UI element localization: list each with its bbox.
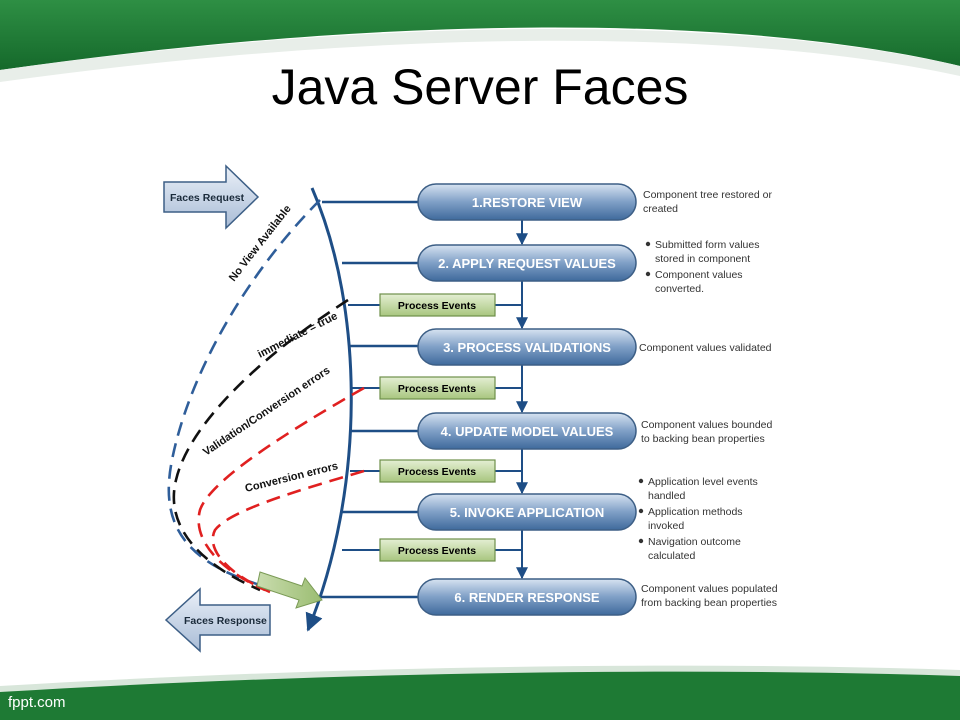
immediate-path [172, 298, 349, 592]
svg-text:stored in component: stored in component [655, 253, 750, 265]
render-entry-arrow [256, 571, 323, 609]
bottom-white-swoosh [0, 665, 960, 692]
svg-text:Submitted form values: Submitted form values [655, 239, 759, 251]
note-apply-request: Submitted form values stored in componen… [645, 239, 759, 295]
svg-text:to backing bean properties: to backing bean properties [641, 433, 765, 445]
phase-update-model-values: 4. UPDATE MODEL VALUES [417, 412, 637, 450]
svg-text:Component values: Component values [655, 269, 743, 281]
svg-text:3. PROCESS VALIDATIONS: 3. PROCESS VALIDATIONS [443, 340, 611, 355]
footer-brand: fppt.com [8, 694, 66, 711]
faces-response-label: Faces Response [184, 615, 267, 627]
conversion-errors-path [211, 469, 365, 594]
faces-request-label: Faces Request [170, 192, 245, 204]
svg-text:2. APPLY REQUEST VALUES: 2. APPLY REQUEST VALUES [438, 256, 616, 271]
svg-text:Component values bounded: Component values bounded [641, 419, 773, 431]
phase-process-validations: 3. PROCESS VALIDATIONS [417, 328, 637, 366]
top-white-swoosh [0, 28, 960, 82]
svg-text:5. INVOKE APPLICATION: 5. INVOKE APPLICATION [450, 505, 605, 520]
phase-connectors [318, 200, 418, 599]
note-restore-view: Component tree restored or created [643, 189, 772, 215]
faces-response-arrow: Faces Response [164, 587, 271, 653]
note-render-response: Component values populated from backing … [641, 583, 778, 609]
phase-invoke-application: 5. INVOKE APPLICATION [417, 493, 637, 531]
svg-text:Process Events: Process Events [398, 466, 476, 478]
svg-text:Component tree restored or: Component tree restored or [643, 189, 772, 201]
phase-render-response: 6. RENDER RESPONSE [417, 578, 637, 616]
svg-text:handled: handled [648, 490, 686, 502]
phase-restore-view: 1.RESTORE VIEW [417, 183, 637, 221]
svg-text:created: created [643, 203, 678, 215]
faces-request-arrow: Faces Request [163, 164, 260, 230]
validation-errors-path [197, 386, 365, 592]
lifecycle-axis [305, 187, 353, 632]
process-events-3: Process Events [379, 459, 496, 483]
svg-text:Navigation outcome: Navigation outcome [648, 536, 741, 548]
svg-text:4. UPDATE MODEL VALUES: 4. UPDATE MODEL VALUES [441, 424, 614, 439]
note-update-model: Component values bounded to backing bean… [641, 419, 773, 445]
svg-text:calculated: calculated [648, 550, 695, 562]
svg-text:converted.: converted. [655, 283, 704, 295]
process-events-4: Process Events [379, 538, 496, 562]
note-invoke-application: Application level events handled Applica… [638, 476, 758, 562]
slide-title: Java Server Faces [271, 59, 689, 115]
bottom-green-band [0, 669, 960, 720]
conversion-errors-label: Conversion errors [244, 460, 339, 495]
svg-text:Component values populated: Component values populated [641, 583, 778, 595]
event-connectors [342, 304, 522, 551]
svg-text:6. RENDER RESPONSE: 6. RENDER RESPONSE [454, 590, 600, 605]
svg-text:1.RESTORE VIEW: 1.RESTORE VIEW [472, 195, 583, 210]
svg-text:Process Events: Process Events [398, 383, 476, 395]
svg-text:Application level events: Application level events [648, 476, 758, 488]
svg-text:invoked: invoked [648, 520, 684, 532]
svg-text:Application methods: Application methods [648, 506, 743, 518]
top-green-band [0, 0, 960, 70]
svg-text:from backing bean properties: from backing bean properties [641, 597, 777, 609]
no-view-path [167, 199, 321, 587]
jsf-lifecycle-diagram: Faces Request Faces Response [163, 164, 778, 653]
validation-errors-label: Validation/Conversion errors [201, 364, 332, 458]
process-events-2: Process Events [379, 376, 496, 400]
process-events-1: Process Events [379, 293, 496, 317]
svg-text:Component values validated: Component values validated [639, 342, 772, 354]
svg-text:Process Events: Process Events [398, 300, 476, 312]
svg-text:Process Events: Process Events [398, 545, 476, 557]
immediate-label: immediate = true [256, 310, 340, 361]
note-process-validations: Component values validated [639, 342, 772, 354]
phase-apply-request-values: 2. APPLY REQUEST VALUES [417, 244, 637, 282]
